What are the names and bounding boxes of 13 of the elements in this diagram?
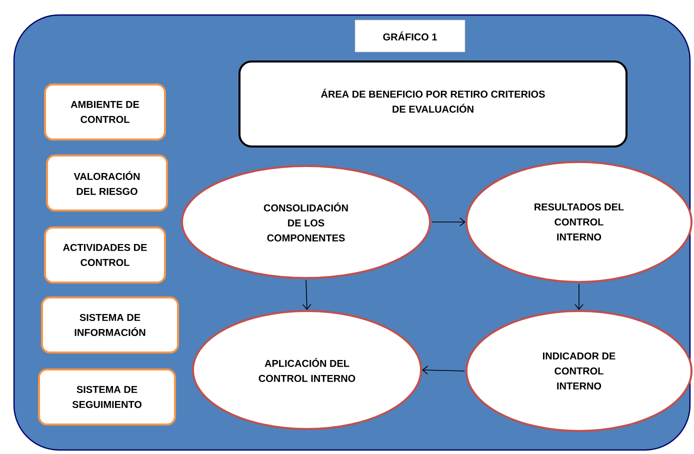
arrow xyxy=(302,280,312,310)
component-box: SISTEMA DE SEGUIMIENTO xyxy=(38,368,176,426)
component-box: AMBIENTE DE CONTROL xyxy=(44,84,166,140)
component-box: ACTIVIDADES DE CONTROL xyxy=(44,226,166,284)
node-label: RESULTADOS DEL CONTROL INTERNO xyxy=(534,203,624,241)
component-box: SISTEMA DE INFORMACIÓN xyxy=(41,296,179,354)
header-box: ÁREA DE BENEFICIO POR RETIRO CRITERIOS DE EVALUACIÓN xyxy=(238,60,628,148)
arrow xyxy=(574,284,584,310)
arrow xyxy=(432,218,466,226)
arrow xyxy=(422,366,465,375)
component-box: VALORACIÓN DEL RIESGO xyxy=(46,154,168,212)
title-box: GRÁFICO 1 xyxy=(354,20,466,52)
node-label: INDICADOR DE CONTROL INTERNO xyxy=(543,352,616,390)
